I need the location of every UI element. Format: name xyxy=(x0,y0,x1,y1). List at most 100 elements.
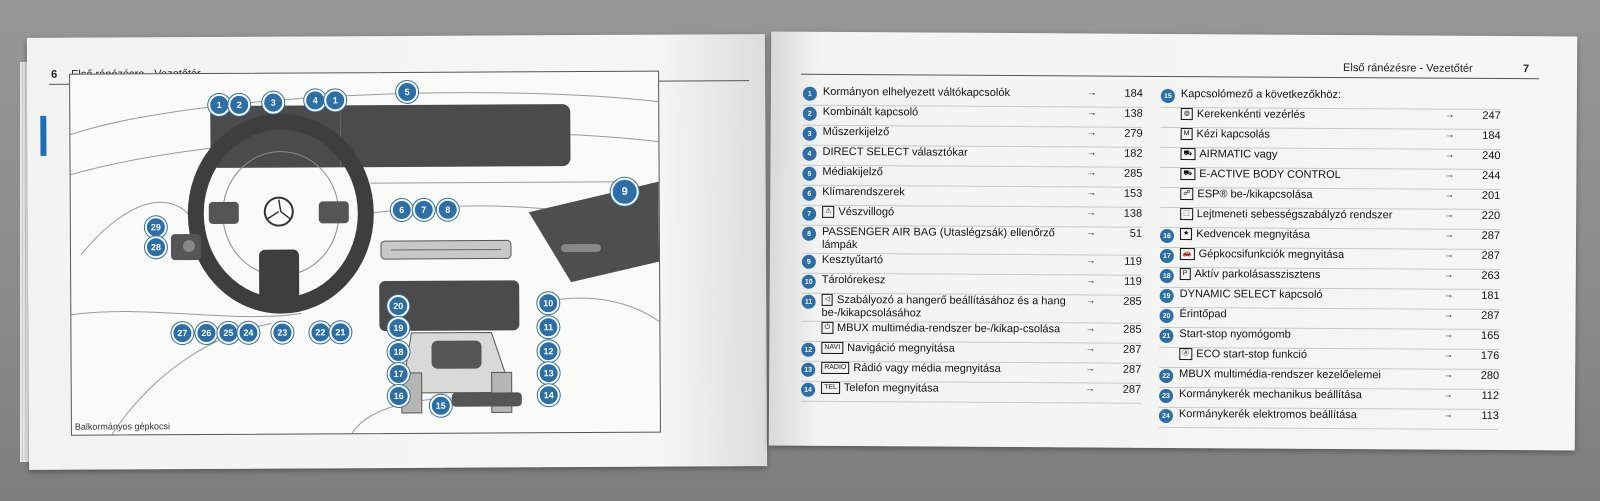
page-ref-number: 112 xyxy=(1481,389,1500,402)
item-label-text: Tárolórekesz xyxy=(821,273,886,287)
callout-11: 11 xyxy=(537,316,560,339)
page-ref-number: 247 xyxy=(1482,109,1501,122)
item-label-text: Kapcsolómező a következőkhöz: xyxy=(1180,88,1342,102)
callout-28: 28 xyxy=(144,236,168,259)
control-symbol-icon: ⏻ xyxy=(821,321,834,335)
callout-12: 12 xyxy=(537,340,560,363)
item-label-text: Navigáció megnyitása xyxy=(847,342,955,355)
callout-20: 20 xyxy=(387,294,410,318)
item-number-badge: 8 xyxy=(801,226,817,241)
page-ref-arrow: → xyxy=(1444,209,1455,221)
page-ref-arrow: → xyxy=(1085,255,1096,267)
item-label-text: Aktív parkolásasszisztens xyxy=(1194,268,1321,281)
item-label: ◍Kerekenkénti vezérlés xyxy=(1180,108,1439,123)
page-ref-arrow: → xyxy=(1444,169,1455,181)
item-number-badge: 16 xyxy=(1159,228,1175,244)
page-ref-arrow: → xyxy=(1086,107,1097,119)
item-number-badge: 10 xyxy=(801,274,816,289)
callout-18: 18 xyxy=(387,340,410,364)
page-ref-number: 51 xyxy=(1129,227,1143,240)
item-number-badge: 2 xyxy=(802,106,817,121)
item-label: Kormánykerék mechanikus beállítása xyxy=(1179,388,1437,403)
list-item: 7⚠Vészvillogó→138 xyxy=(802,205,1143,228)
control-symbol-icon: ⛟ xyxy=(1180,168,1196,181)
page-ref-number: 280 xyxy=(1480,369,1500,382)
left-page: 6 Első ránézésre - Vezetőtér xyxy=(26,34,768,470)
touchpad xyxy=(431,340,482,369)
page-ref-number: 184 xyxy=(1482,129,1501,142)
item-label: ◁Szabályozó a hangerő beállításához és a… xyxy=(821,293,1080,322)
right-page-number: 7 xyxy=(1523,63,1530,76)
page-ref-number: 287 xyxy=(1122,383,1142,396)
page-ref-number: 287 xyxy=(1481,229,1501,242)
glovebox xyxy=(528,181,660,283)
list-item: 9 Kesztyűtartó → 119 xyxy=(801,253,1142,276)
page-ref-number: 182 xyxy=(1124,147,1143,160)
item-label-text: Start-stop nyomógomb xyxy=(1179,328,1291,341)
page-ref-arrow: → xyxy=(1443,369,1454,381)
page-ref-number: 138 xyxy=(1124,107,1143,120)
item-label-text: MBUX multimédia-rendszer kezelőelemei xyxy=(1179,368,1381,382)
page-ref-number: 119 xyxy=(1124,255,1142,268)
page-ref-number: 113 xyxy=(1481,409,1499,422)
page-ref-arrow: → xyxy=(1443,389,1454,401)
page-ref-number: 285 xyxy=(1123,323,1142,336)
list-item: ☍ESP® be-/kikapcsolása→201 xyxy=(1160,187,1501,210)
page-ref-number: 287 xyxy=(1481,309,1500,322)
item-label-text: Rádió vagy média megnyitása xyxy=(853,362,1001,375)
page-ref-arrow: → xyxy=(1086,87,1097,99)
callout-24: 24 xyxy=(237,321,260,344)
item-number-badge: 9 xyxy=(801,254,816,269)
callout-2: 2 xyxy=(228,93,251,116)
page-ref-number: 279 xyxy=(1124,127,1143,140)
item-label-text: Szabályozó a hangerő beállításához és a … xyxy=(821,293,1066,320)
page-ref-number: 181 xyxy=(1481,289,1500,302)
item-label: ⏻MBUX multimédia-rendszer be-/kikap-csol… xyxy=(821,321,1079,337)
list-item: 16★Kedvencek megnyitása→287 xyxy=(1159,227,1501,250)
item-label: Kesztyűtartó xyxy=(822,254,1080,269)
control-symbol-icon: RADIO xyxy=(821,361,850,375)
page-ref-arrow: → xyxy=(1442,409,1453,421)
page-ref-arrow: → xyxy=(1443,249,1454,261)
control-symbol-icon: ◍ xyxy=(1180,108,1193,121)
item-label: Érintőpad xyxy=(1180,308,1438,323)
item-label: ☍ESP® be-/kikapcsolása xyxy=(1180,188,1438,203)
page-ref-number: 119 xyxy=(1124,275,1142,288)
control-symbol-icon: ⬚ xyxy=(1180,208,1193,221)
item-label-text: DIRECT SELECT választókar xyxy=(822,145,968,159)
item-label: ⚠Vészvillogó xyxy=(822,205,1080,221)
item-number-badge: 1 xyxy=(802,86,817,101)
steering-wheel-rim xyxy=(187,113,374,314)
page-ref-arrow: → xyxy=(1444,109,1455,121)
item-label: 🚗Gépkocsifunkciók megnyitása xyxy=(1179,248,1438,263)
item-label-text: DYNAMIC SELECT kapcsoló xyxy=(1179,288,1323,301)
list-item: 11◁Szabályozó a hangerő beállításához és… xyxy=(801,293,1142,324)
page-ref-number: 244 xyxy=(1482,169,1501,182)
item-label-text: Kedvencek megnyitása xyxy=(1196,228,1311,241)
control-symbol-icon: ☍ xyxy=(1180,188,1194,201)
item-label-text: Médiakijelző xyxy=(822,165,883,179)
display-panel xyxy=(210,104,571,168)
item-label-text: Kesztyűtartó xyxy=(821,253,884,267)
page-ref-number: 263 xyxy=(1481,269,1500,282)
callout-7: 7 xyxy=(412,198,435,221)
callout-13: 13 xyxy=(537,362,560,385)
list-item: ◍Kerekenkénti vezérlés → 247 xyxy=(1160,107,1501,130)
callout-14: 14 xyxy=(537,384,560,407)
section-tab xyxy=(40,115,47,156)
page-ref-arrow: → xyxy=(1444,229,1455,241)
item-number-badge: 7 xyxy=(802,206,817,221)
page-ref-arrow: → xyxy=(1086,207,1097,219)
item-label: DIRECT SELECT választókar xyxy=(822,146,1080,161)
